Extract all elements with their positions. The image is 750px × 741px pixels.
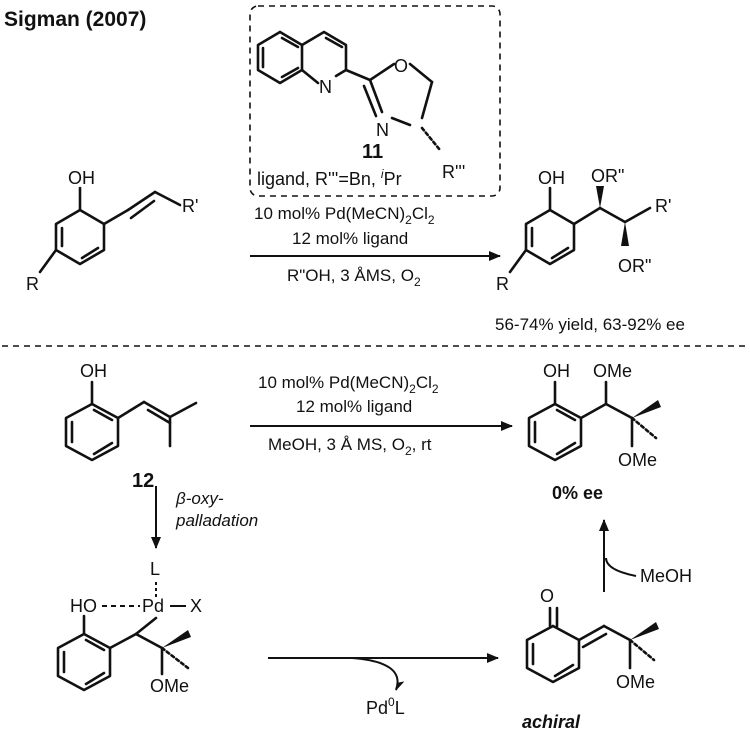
wedge-bond-2 (621, 222, 629, 246)
racemic-product-structure (527, 380, 658, 462)
p1-or-top-label: OR" (591, 166, 624, 186)
r2-condition-3: MeOH, 3 Å MS, O2, rt (268, 435, 432, 458)
int-ome-label: OMe (150, 676, 189, 696)
oxazoline-n-label: N (376, 120, 389, 140)
int-l-label: L (150, 559, 160, 579)
quinoline-ring (256, 30, 372, 85)
compound-11-label: 11 (362, 141, 383, 163)
wedge-bond-3 (632, 400, 661, 418)
r1-condition-3: R"OH, 3 ÅMS, O2 (287, 266, 421, 289)
ligand-box (249, 5, 501, 197)
ligand-caption: ligand, R'''=Bn, iPr (257, 167, 402, 189)
int-x-label: X (190, 596, 202, 616)
r1-condition-1: 10 mol% Pd(MeCN)2Cl2 (254, 204, 435, 227)
step-label-2: palladation (175, 511, 258, 530)
styrenol-structure (38, 186, 182, 274)
r2-result: 0% ee (552, 483, 603, 503)
p1-or-bottom-label: OR" (618, 256, 651, 276)
sm1-r-label: R (26, 274, 39, 294)
sm1-oh-label: OH (68, 168, 95, 188)
p2-ome-bottom-label: OMe (618, 450, 657, 470)
r2-condition-1: 10 mol% Pd(MeCN)2Cl2 (258, 373, 439, 396)
compound-12-label: 12 (132, 470, 154, 492)
p1-rprime-label: R' (655, 196, 671, 216)
oxazoline-o-label: O (394, 56, 408, 76)
qm-o-label: O (540, 586, 554, 606)
r2-condition-2: 12 mol% ligand (296, 397, 412, 416)
r1-condition-2: 12 mol% ligand (292, 229, 408, 248)
p1-r-label: R (496, 274, 509, 294)
p2-ome-top-label: OMe (593, 361, 632, 381)
p2-oh-label: OH (543, 361, 570, 381)
quinoline-n-label: N (319, 77, 332, 97)
int-pd-label: Pd (142, 596, 164, 616)
wedge-bond-5 (630, 622, 659, 640)
wedge-bond-1 (596, 186, 604, 208)
oxazoline-ring (362, 62, 442, 152)
meoh-entry-curve (605, 557, 637, 577)
pd0-release-curve (351, 657, 405, 691)
quinone-methide-structure (525, 606, 656, 684)
meoh-label: MeOH (640, 566, 692, 586)
step-label-1: β-oxy- (175, 489, 224, 508)
int-ho-label: HO (70, 596, 97, 616)
sm1-rprime-label: R' (182, 196, 198, 216)
pd0-label: Pd0L (366, 695, 405, 718)
ligand-r-label: R''' (442, 162, 465, 182)
achiral-label: achiral (522, 712, 581, 732)
qm-ome-label: OMe (616, 672, 655, 692)
diether-product-structure (508, 186, 652, 274)
wedge-bond-4 (162, 630, 191, 648)
pd-intermediate-structure (56, 614, 190, 692)
prenylphenol-structure (64, 380, 198, 462)
scheme-title: Sigman (2007) (4, 8, 146, 31)
r1-result: 56-74% yield, 63-92% ee (495, 315, 685, 334)
p1-oh-label: OH (538, 168, 565, 188)
sm2-oh-label: OH (80, 361, 107, 381)
